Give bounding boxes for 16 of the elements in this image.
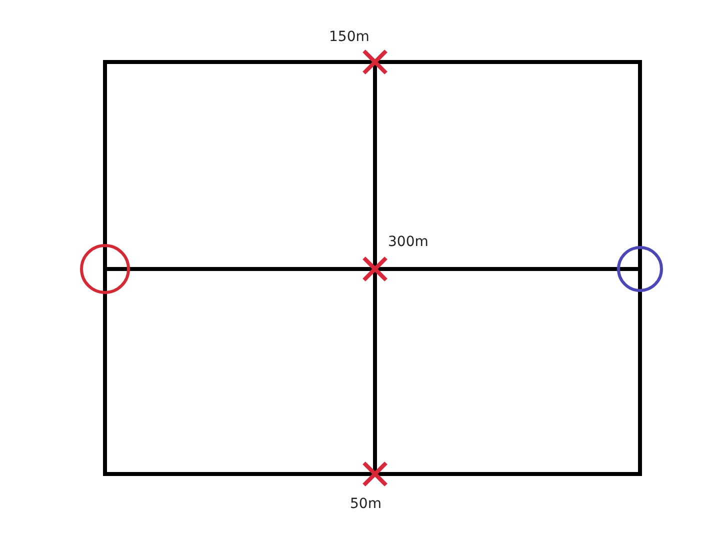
distance-label: 50m [350,496,382,512]
path-line [389,267,617,271]
path-line [103,294,361,476]
circle-marker [80,244,130,294]
path-line [389,60,642,246]
cross-marker [361,255,389,283]
path-line [130,267,361,271]
cross-marker [361,48,389,76]
path-line [373,76,377,255]
distance-label: 300m [388,234,428,250]
path-line [389,292,642,476]
distance-label: 150m [329,29,370,45]
path-line [103,60,361,244]
path-line [373,283,377,460]
cross-marker [361,460,389,488]
circle-marker [617,246,663,292]
